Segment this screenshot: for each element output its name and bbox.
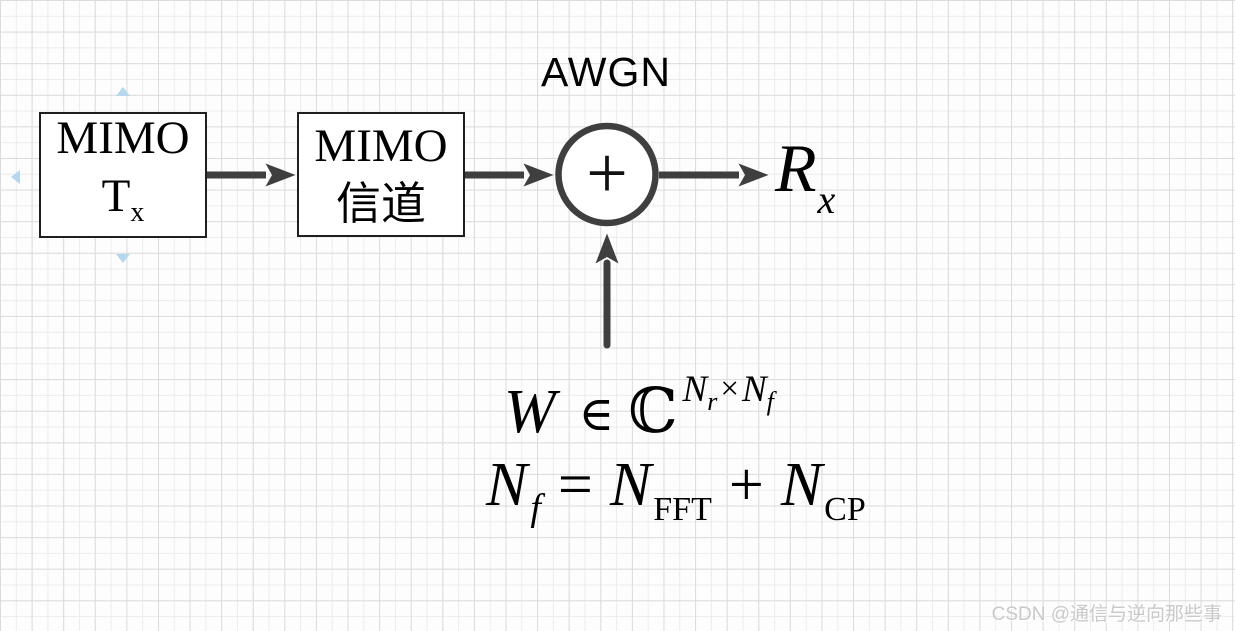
channel-box-subtitle: 信道 (335, 178, 426, 229)
direction-arrow-up-icon[interactable] (116, 87, 130, 96)
times-symbol: × (720, 371, 739, 407)
sup-n1-sub: r (707, 387, 718, 416)
nf-lhs-sub: f (530, 487, 541, 529)
complex-set-symbol: ℂ (628, 374, 678, 447)
rx-sub: x (817, 177, 836, 222)
sup-n1: N (682, 369, 708, 410)
ncp-sub: CP (824, 491, 866, 528)
plus-symbol: + (728, 451, 764, 519)
formula-w-var: W (504, 378, 556, 446)
nfft-main: N (609, 451, 652, 519)
rx-label: Rx (775, 129, 835, 223)
tx-box-symbol: Tx (102, 167, 145, 242)
watermark: CSDN @通信与逆向那些事 (992, 599, 1222, 626)
sup-n2-sub: f (766, 387, 774, 416)
nf-lhs: N (486, 451, 528, 519)
awgn-label: AWGN (540, 49, 672, 95)
equals-symbol: = (557, 451, 593, 519)
channel-box-title: MIMO (314, 119, 448, 172)
formula-nf-definition: Nf=NFFT+NCP (486, 454, 866, 527)
direction-arrow-left-icon[interactable] (11, 170, 20, 184)
tx-symbol-sub: x (130, 196, 145, 228)
nfft-sub: FFT (653, 491, 712, 528)
direction-arrow-down-icon[interactable] (116, 254, 130, 263)
channel-box[interactable]: MIMO 信道 (297, 112, 465, 237)
formula-w-superscript: Nr×Nf (682, 369, 774, 415)
rx-main: R (775, 130, 817, 206)
sup-n2: N (741, 369, 767, 410)
adder-plus-sign: + (586, 132, 628, 215)
tx-symbol-main: T (101, 169, 131, 222)
element-of-symbol: ∈ (578, 386, 615, 442)
watermark-text: CSDN @通信与逆向那些事 (991, 604, 1222, 625)
ncp-main: N (780, 451, 823, 519)
tx-box[interactable]: MIMO Tx (39, 112, 207, 238)
adder-circle[interactable] (555, 122, 659, 227)
tx-box-title: MIMO (56, 111, 190, 164)
